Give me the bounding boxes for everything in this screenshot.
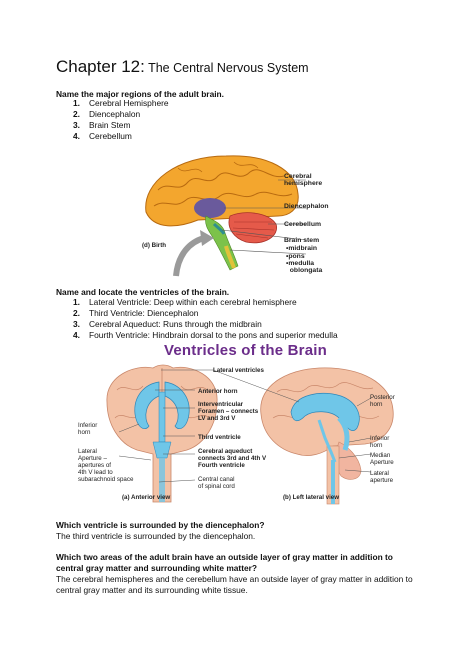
major-regions-list: 1.Cerebral Hemisphere 2.Diencephalon 3.B… <box>56 98 169 142</box>
anterior-view-caption: (a) Anterior view <box>122 494 171 501</box>
ventricles-figure <box>95 362 407 510</box>
midbrain-label: •midbrain <box>286 245 318 252</box>
cerebral-aqueduct-label: Cerebral aqueduct connects 3rd and 4th V <box>198 448 267 462</box>
inferior-horn-left-label: Inferior horn <box>78 422 98 436</box>
question-diencephalon: Which ventricle is surrounded by the die… <box>56 520 265 530</box>
posterior-horn-label: Posterior horn <box>370 394 395 408</box>
list-item: 3.Cerebral Aqueduct: Runs through the mi… <box>73 319 262 329</box>
median-aperture-label: Median Aperture <box>370 452 394 466</box>
third-ventricle-label: Third ventricle <box>198 434 241 441</box>
central-canal-label: Central canal of spinal cord <box>198 476 235 490</box>
list-item: 4.Fourth Ventricle: Hindbrain dorsal to … <box>73 330 338 340</box>
list-item: 2.Third Ventricle: Diencephalon <box>73 308 199 318</box>
interventricular-foramen-label: Interventricular Foramen – connects LV a… <box>198 401 259 422</box>
lateral-aperture-left-label: Lateral Aperture – apertures of 4th V le… <box>78 448 134 483</box>
list-item: 1.Lateral Ventricle: Deep within each ce… <box>73 297 297 307</box>
cerebral-hemisphere-label: Cerebral hemisphere <box>284 173 323 187</box>
chapter-subtitle: The Central Nervous System <box>144 61 309 75</box>
brain-regions-figure: (d) Birth <box>138 150 338 280</box>
brain-stem-label: Brain stem <box>284 237 320 244</box>
inferior-horn-right-label: Inferior horn <box>370 435 390 449</box>
anterior-horn-label: Anterior horn <box>198 388 238 395</box>
question-major-regions: Name the major regions of the adult brai… <box>56 89 224 99</box>
answer-diencephalon: The third ventricle is surrounded by the… <box>56 531 256 541</box>
ventricles-list: 1.Lateral Ventricle: Deep within each ce… <box>56 297 338 341</box>
pons-label: •pons <box>286 253 305 260</box>
lateral-ventricles-label: Lateral ventricles <box>213 367 264 374</box>
list-item: 1.Cerebral Hemisphere <box>73 98 169 108</box>
birth-label: (d) Birth <box>142 242 167 249</box>
cerebellum-label: Cerebellum <box>284 221 322 228</box>
list-item: 2.Diencephalon <box>73 109 141 119</box>
question-ventricles: Name and locate the ventricles of the br… <box>56 287 230 297</box>
question-gray-matter: Which two areas of the adult brain have … <box>56 552 393 573</box>
medulla-label: •medulla oblongata <box>286 260 323 274</box>
ventricles-figure-title: Ventricles of the Brain <box>164 342 327 359</box>
chapter-number: Chapter 12: <box>56 57 145 76</box>
fourth-ventricle-label: Fourth ventricle <box>198 462 245 469</box>
ventricles-illustration <box>106 364 394 505</box>
page-title: Chapter 12: The Central Nervous System <box>56 57 309 77</box>
brain-regions-illustration <box>145 155 307 277</box>
diencephalon-label: Diencephalon <box>284 203 329 210</box>
answer-gray-matter: The cerebral hemispheres and the cerebel… <box>56 574 413 595</box>
list-item: 4.Cerebellum <box>73 131 132 141</box>
lateral-view-caption: (b) Left lateral view <box>283 494 340 501</box>
lateral-aperture-right-label: Lateral aperture <box>370 470 394 484</box>
list-item: 3.Brain Stem <box>73 120 131 130</box>
